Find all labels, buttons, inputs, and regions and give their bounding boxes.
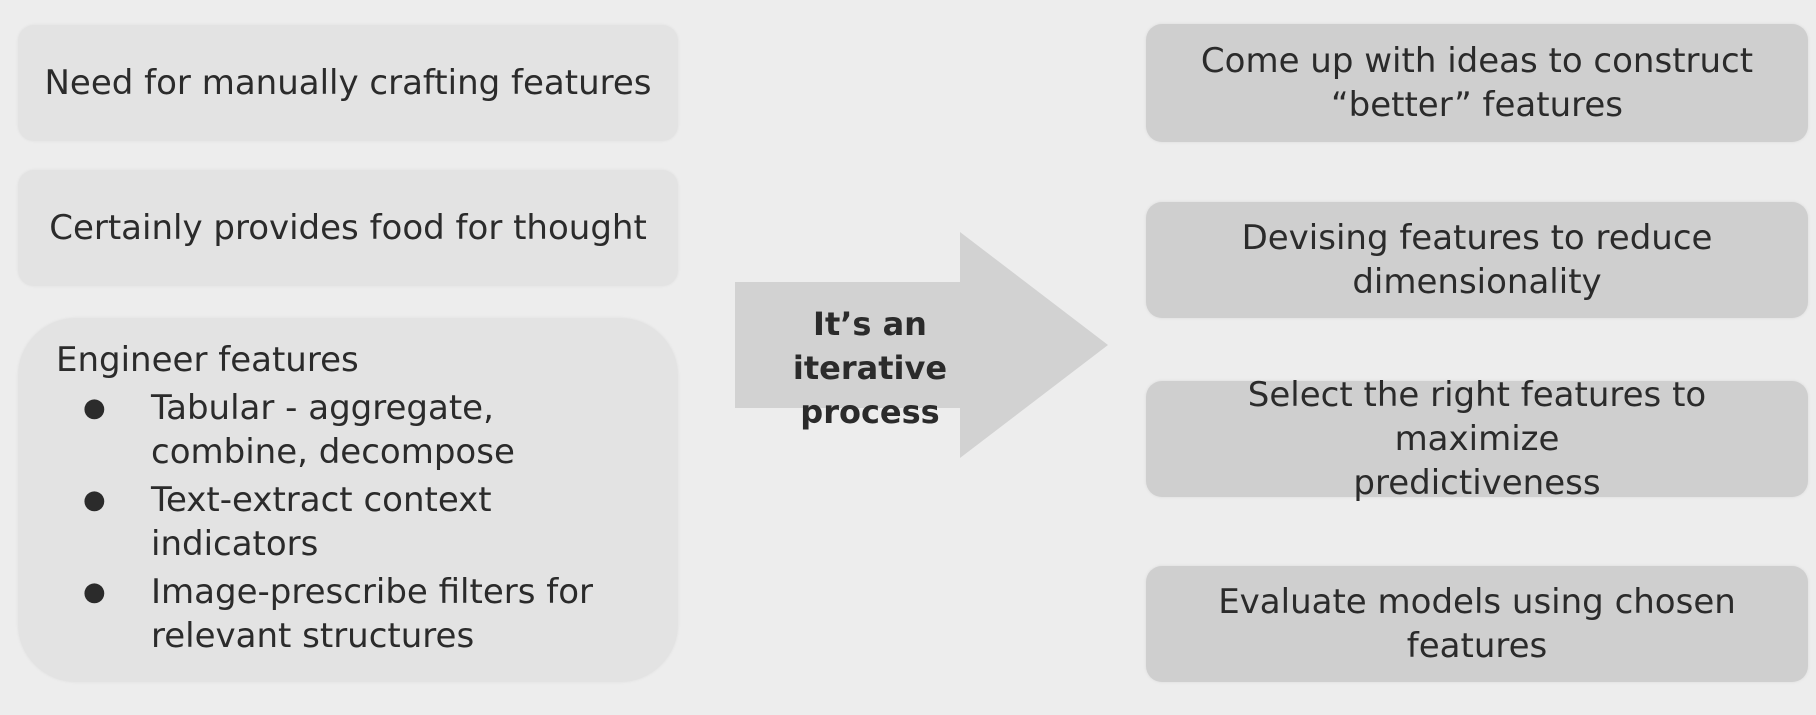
arrow-label: It’s an iterative process (735, 302, 1005, 434)
manual-features-text: Need for manually crafting features (44, 63, 652, 103)
step-text: Select the right features to maximize pr… (1146, 373, 1808, 505)
step-text: Devising features to reduce dimensionali… (1222, 216, 1733, 304)
arrow-label-line2: process (800, 393, 940, 431)
step-text-line2: features (1406, 626, 1548, 666)
engineer-features-title: Engineer features (56, 340, 359, 380)
step-text: Evaluate models using chosen features (1198, 580, 1756, 668)
step-box-select: Select the right features to maximize pr… (1146, 375, 1808, 503)
bullet-icon: ● (83, 393, 106, 423)
list-item: ● Text-extract context indicators (56, 478, 638, 566)
step-text: Come up with ideas to construct “better”… (1181, 39, 1773, 127)
food-for-thought-text: Certainly provides food for thought (49, 208, 647, 248)
bullet-icon: ● (83, 577, 106, 607)
step-text-line1: Come up with ideas to construct (1200, 41, 1754, 81)
arrow-label-line1: It’s an iterative (792, 305, 948, 387)
step-text-line2: “better” features (1331, 85, 1623, 125)
step-text-line2: predictiveness (1353, 463, 1601, 503)
step-box-ideas: Come up with ideas to construct “better”… (1146, 24, 1808, 142)
manual-features-box: Need for manually crafting features (18, 25, 678, 141)
step-box-dimensionality: Devising features to reduce dimensionali… (1146, 202, 1808, 318)
step-text-line1: Evaluate models using chosen (1218, 582, 1736, 622)
bullet-icon: ● (83, 485, 106, 515)
step-text-line1: Select the right features to maximize (1247, 375, 1707, 459)
arrow-icon (735, 232, 1108, 458)
list-item-text: Text-extract context indicators (151, 480, 492, 564)
arrow-shape (735, 232, 1108, 458)
food-for-thought-box: Certainly provides food for thought (18, 170, 678, 286)
step-text-line1: Devising features to reduce (1241, 218, 1713, 258)
list-item-text: Tabular - aggregate, combine, decompose (151, 388, 515, 472)
engineer-features-list: ● Tabular - aggregate, combine, decompos… (56, 386, 638, 658)
list-item: ● Tabular - aggregate, combine, decompos… (56, 386, 638, 474)
engineer-features-box: Engineer features ● Tabular - aggregate,… (18, 318, 678, 682)
list-item-text: Image-prescribe filters for relevant str… (151, 572, 593, 656)
step-box-evaluate: Evaluate models using chosen features (1146, 566, 1808, 682)
step-text-line2: dimensionality (1352, 262, 1602, 302)
list-item: ● Image-prescribe filters for relevant s… (56, 570, 638, 658)
iterative-process-arrow: It’s an iterative process (735, 232, 1110, 458)
